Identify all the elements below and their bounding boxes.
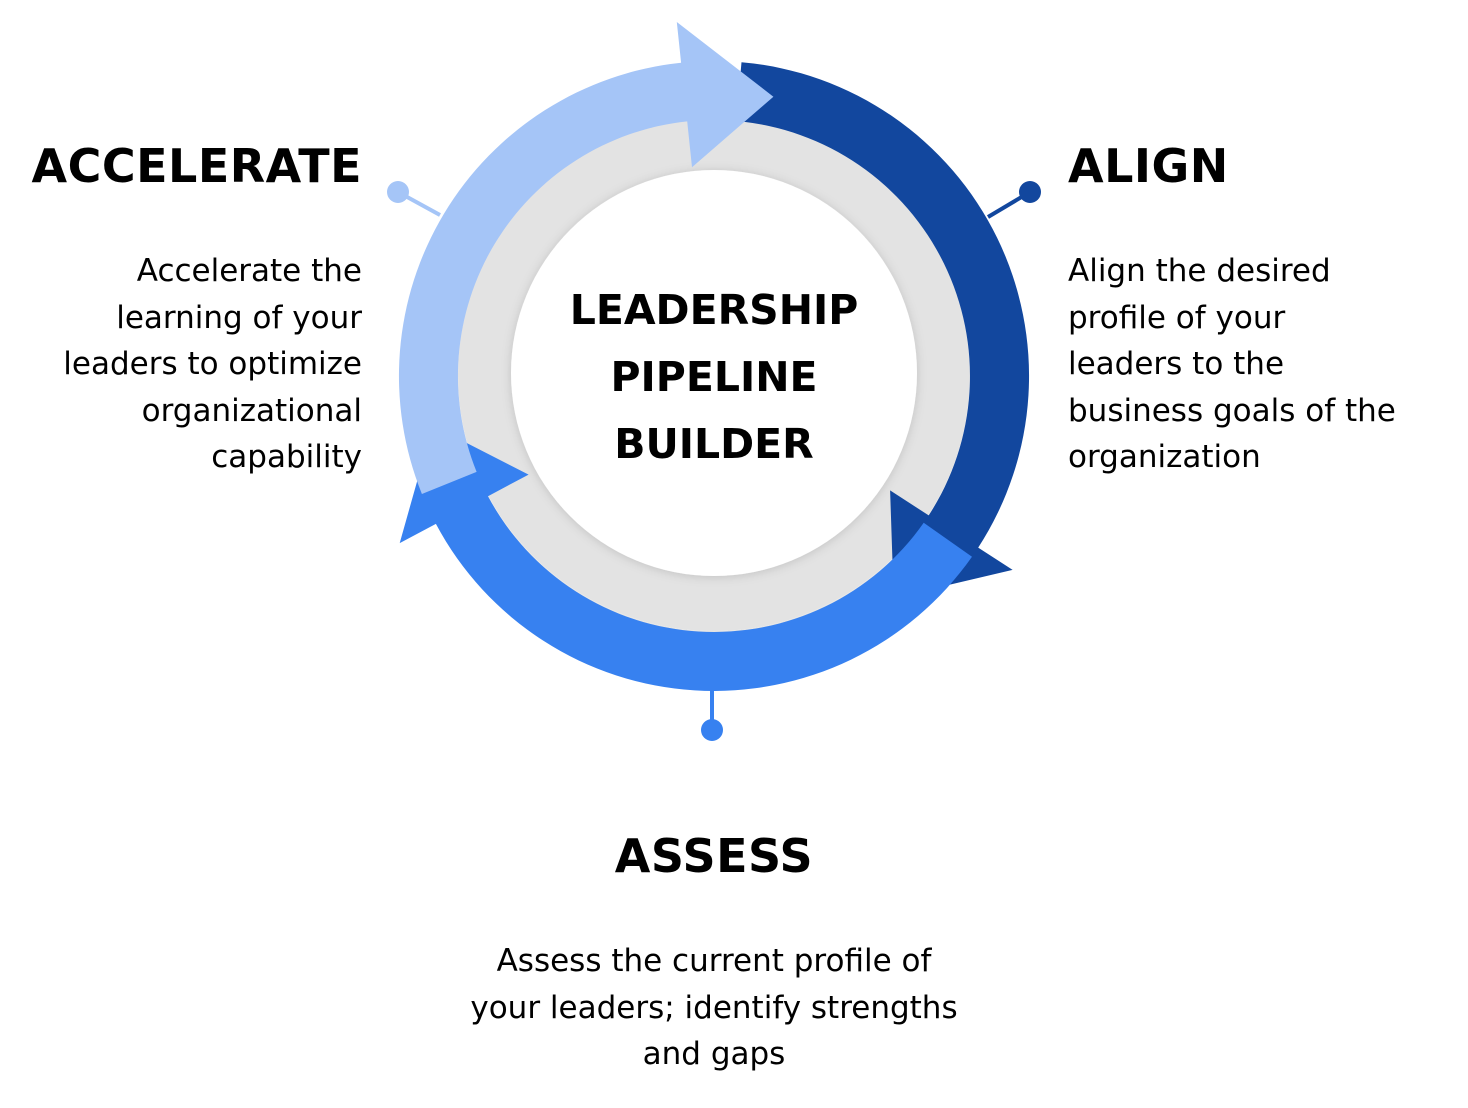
accelerate-description-line: capability <box>211 439 362 475</box>
accelerate-connector <box>387 181 441 217</box>
accelerate-description-line: learning of your <box>116 299 362 336</box>
assess-description-line: your leaders; identify strengths <box>470 989 958 1026</box>
accelerate-description-line: leaders to optimize <box>63 346 362 382</box>
center-title-line: PIPELINE <box>610 353 818 401</box>
assess-title: ASSESS <box>614 829 814 883</box>
assess-description: Assess the current profile of your leade… <box>414 938 1014 1078</box>
assess-description-line: and gaps <box>642 1036 786 1072</box>
accelerate-arrow <box>398 22 774 494</box>
align-description-line: Align the desired <box>1068 253 1331 289</box>
accelerate-description-line: organizational <box>141 392 362 429</box>
align-description-line: organization <box>1068 439 1261 475</box>
center-title-line: LEADERSHIP <box>569 286 859 334</box>
align-description-line: leaders to the <box>1068 346 1285 382</box>
assess-arrow <box>399 425 972 691</box>
align-connector-dot <box>1019 181 1041 203</box>
accelerate-description-line: Accelerate the <box>136 253 362 289</box>
align-arrow <box>736 62 1030 598</box>
align-description: Align the desired profile of your leader… <box>1068 248 1396 481</box>
assess-connector-dot <box>701 719 723 741</box>
align-description-line: profile of your <box>1068 299 1286 336</box>
accelerate-description: Accelerate the learning of your leaders … <box>63 248 362 481</box>
accelerate-title: ACCELERATE <box>31 139 362 193</box>
center-title-line: BUILDER <box>614 420 814 468</box>
accelerate-connector-dot <box>387 181 409 203</box>
align-connector <box>986 181 1041 219</box>
assess-connector <box>701 688 723 741</box>
center-title: LEADERSHIP PIPELINE BUILDER <box>514 277 914 478</box>
align-description-line: business goals of the <box>1068 392 1396 429</box>
center-disc <box>511 170 917 576</box>
assess-description-line: Assess the current profile of <box>496 943 932 979</box>
align-title: ALIGN <box>1068 139 1229 193</box>
